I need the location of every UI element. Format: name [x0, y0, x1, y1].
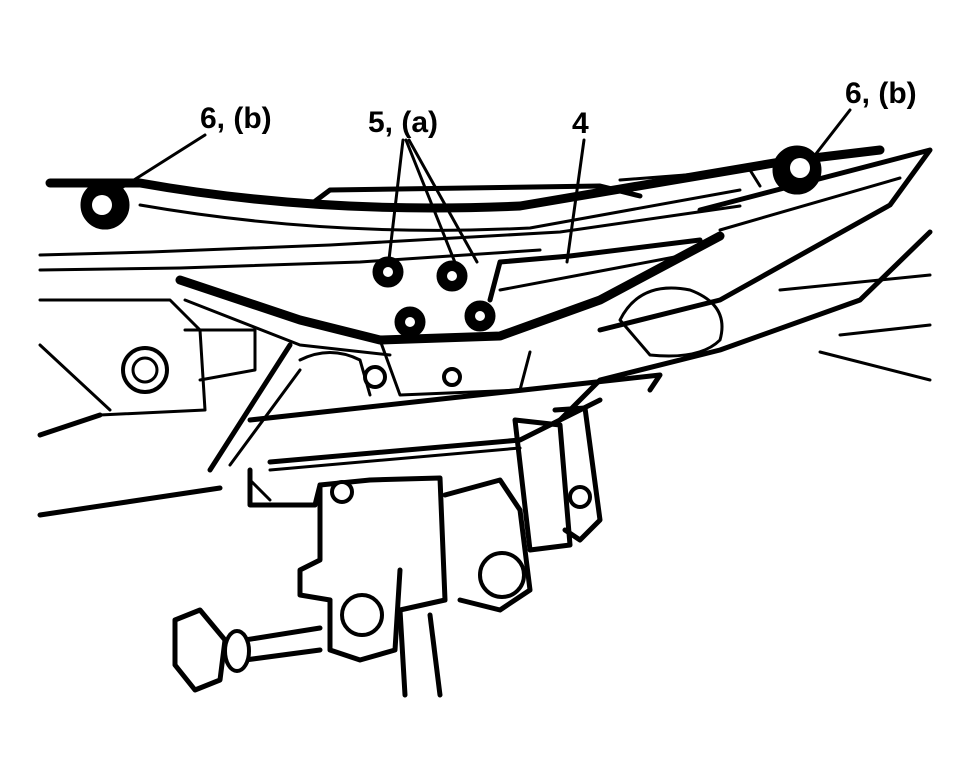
lower-frame-rail [37, 342, 663, 518]
callout-label-bracket: 4 [572, 107, 589, 140]
right-side-panel [557, 147, 933, 423]
bolt-center-5a-2 [436, 260, 468, 292]
bolt-right-6b [772, 145, 822, 195]
bolt-center-5a-3 [394, 306, 426, 338]
rear-mechanism [298, 286, 724, 397]
upper-frame-rail [38, 145, 885, 272]
clamp-assembly [172, 405, 603, 698]
callout-label-right-bolt: 6, (b) [845, 77, 917, 110]
bolt-left-6b [80, 180, 130, 230]
callout-label-left-bolt: 6, (b) [200, 102, 272, 135]
center-bracket [175, 231, 725, 397]
left-frame-section [37, 298, 257, 438]
callout-label-center-bolts: 5, (a) [368, 106, 438, 139]
bolt-center-5a-1 [372, 256, 404, 288]
bolt-center-5a-4 [464, 300, 496, 332]
